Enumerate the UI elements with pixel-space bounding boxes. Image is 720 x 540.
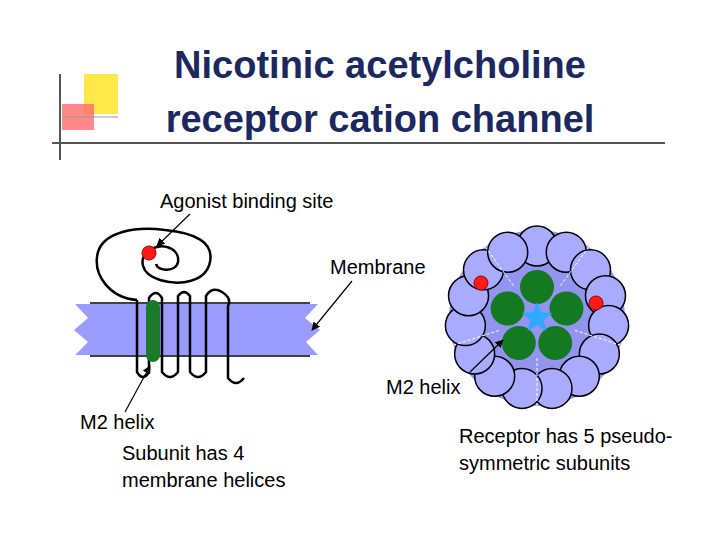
callout-label: Agonist binding site <box>160 188 420 215</box>
membrane-edge <box>90 355 310 357</box>
leader-line <box>470 340 503 372</box>
subunit-divider <box>561 244 592 286</box>
deco-line <box>62 117 118 118</box>
callout-label: M2 helix <box>80 409 210 436</box>
membrane-band <box>74 304 320 355</box>
note-text: Subunit has 4 membrane helices <box>122 440 334 494</box>
leader-line <box>312 281 352 330</box>
subunit-chain <box>97 229 244 383</box>
m2-helix <box>146 300 160 362</box>
callout-label: M2 helix <box>386 374 516 401</box>
deco-line <box>52 142 665 144</box>
m2-helix <box>520 270 554 304</box>
callout-label: Membrane <box>330 254 480 281</box>
membrane-helix <box>488 232 528 272</box>
membrane-edge <box>90 302 310 304</box>
receptor-top-view <box>445 226 628 410</box>
m2-helix <box>491 291 525 325</box>
m2-helix <box>538 326 572 360</box>
subunit-divider <box>537 358 538 410</box>
subunit-divider <box>450 330 499 346</box>
deco-line <box>59 74 61 160</box>
agonist-site <box>589 296 603 310</box>
m2-helix <box>502 326 536 360</box>
channel-pore <box>522 302 552 331</box>
slide-title: Nicotinic acetylcholine receptor cation … <box>120 38 640 146</box>
subunit-divider <box>575 330 624 346</box>
m2-helix <box>549 291 583 325</box>
agonist-site <box>142 246 156 260</box>
leader-line <box>125 366 150 412</box>
agonist-site <box>474 276 488 290</box>
leader-line <box>157 214 190 246</box>
note-text: Receptor has 5 pseudo-symmetric subunits <box>459 423 681 477</box>
